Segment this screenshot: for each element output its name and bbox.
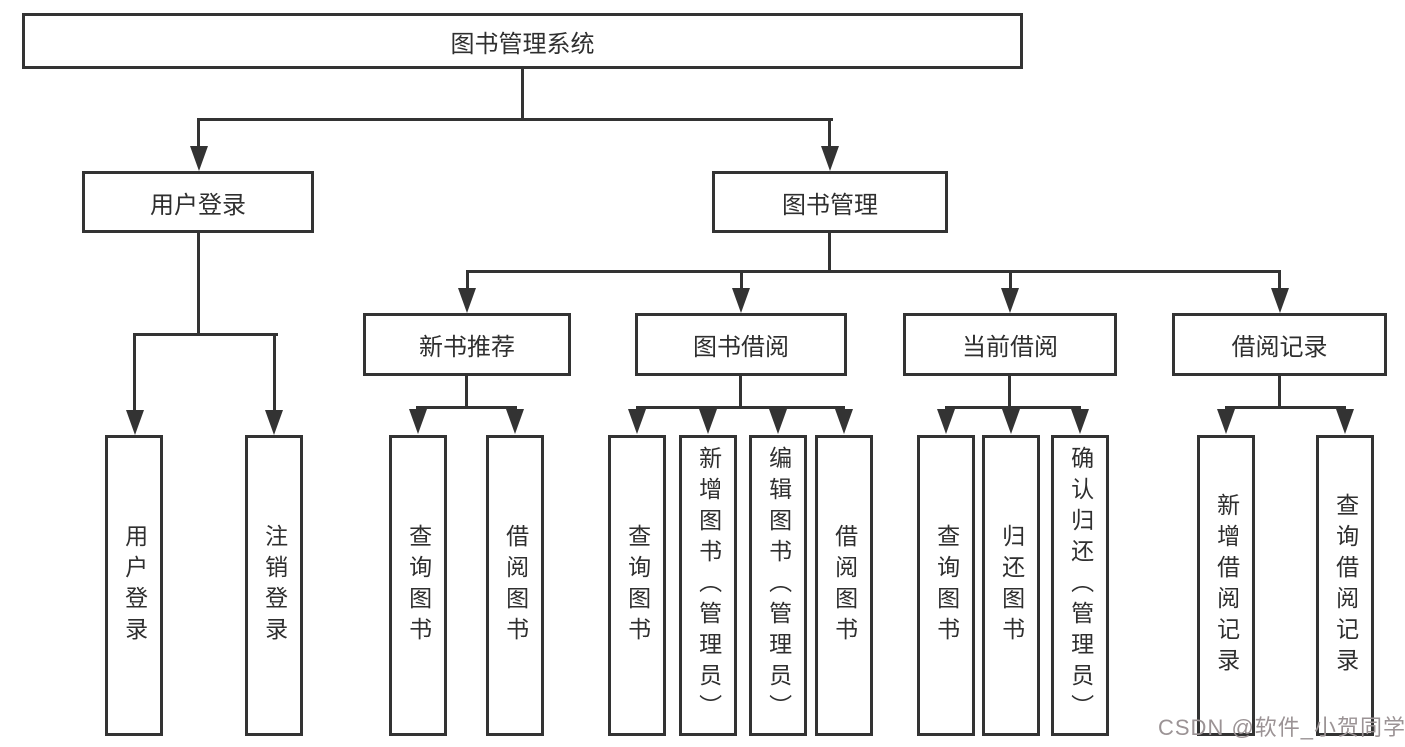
leaf-cb-query-book: 查询图书 (917, 435, 975, 736)
connector-leaf-drop (273, 336, 276, 411)
leaf-bb-borrow-book: 借阅图书 (815, 435, 873, 736)
arrow-down-icon (1002, 409, 1020, 434)
leaf-br-add-record: 新增借阅记录 (1197, 435, 1255, 736)
node-book-borrow: 图书借阅 (635, 313, 847, 376)
arrow-down-icon (1336, 409, 1354, 434)
leaf-label: 编辑图书（管理员） (765, 446, 792, 725)
connector-root-bus (197, 118, 833, 121)
connector-l3-drop (740, 273, 743, 291)
arrow-down-icon (699, 409, 717, 434)
arrow-down-icon (628, 409, 646, 434)
leaf-cb-return-book: 归还图书 (982, 435, 1040, 736)
leaf-bb-query-book: 查询图书 (608, 435, 666, 736)
leaf-label: 查询图书 (624, 523, 651, 648)
node-current-borrow: 当前借阅 (903, 313, 1117, 376)
arrow-down-icon (190, 146, 208, 171)
connector-user-login-stem (197, 233, 200, 336)
leaf-bb-add-book-admin: 新增图书（管理员） (679, 435, 737, 736)
connector-stem (739, 376, 742, 409)
watermark: CSDN @软件_小贺同学 (1158, 715, 1405, 740)
node-new-book-recommend: 新书推荐 (363, 313, 571, 376)
arrow-down-icon (937, 409, 955, 434)
connector-book-mgmt-stem (828, 233, 831, 273)
connector-root-stem (521, 69, 524, 119)
leaf-ns-borrow-book: 借阅图书 (486, 435, 544, 736)
arrow-down-icon (821, 146, 839, 171)
connector-bus (416, 406, 517, 409)
leaf-label: 借阅图书 (831, 523, 858, 648)
node-book-management: 图书管理 (712, 171, 948, 233)
leaf-label: 查询借阅记录 (1332, 492, 1359, 679)
arrow-down-icon (458, 288, 476, 313)
leaf-user-login: 用户登录 (105, 435, 163, 736)
arrow-down-icon (126, 410, 144, 435)
leaf-cb-confirm-return-admin: 确认归还（管理员） (1051, 435, 1109, 736)
arrow-down-icon (1271, 288, 1289, 313)
leaf-ns-query-book: 查询图书 (389, 435, 447, 736)
connector-bus (945, 406, 1081, 409)
leaf-logout: 注销登录 (245, 435, 303, 736)
connector-user-login-drop (197, 118, 200, 148)
connector-l3-drop (1009, 273, 1012, 291)
arrow-down-icon (769, 409, 787, 434)
arrow-down-icon (1217, 409, 1235, 434)
leaf-label: 借阅图书 (502, 523, 529, 648)
leaf-label: 查询图书 (933, 523, 960, 648)
leaf-bb-edit-book-admin: 编辑图书（管理员） (749, 435, 807, 736)
connector-stem (465, 376, 468, 409)
leaf-label: 注销登录 (261, 523, 288, 648)
leaf-label: 查询图书 (405, 523, 432, 648)
arrow-down-icon (835, 409, 853, 434)
node-user-login: 用户登录 (82, 171, 314, 233)
connector-l3-drop (1278, 273, 1281, 291)
node-borrow-record: 借阅记录 (1172, 313, 1387, 376)
arrow-down-icon (506, 409, 524, 434)
node-library-management-system: 图书管理系统 (22, 13, 1023, 69)
arrow-down-icon (732, 288, 750, 313)
connector-leaf-drop (133, 336, 136, 411)
leaf-label: 新增借阅记录 (1213, 492, 1240, 679)
arrow-down-icon (1001, 288, 1019, 313)
connector-bus (636, 406, 845, 409)
leaf-label: 归还图书 (998, 523, 1025, 648)
connector-user-login-bus (133, 333, 278, 336)
connector-stem (1278, 376, 1281, 409)
leaf-label: 新增图书（管理员） (695, 446, 722, 725)
connector-book-mgmt-bus (466, 270, 1281, 273)
arrow-down-icon (1071, 409, 1089, 434)
leaf-label: 用户登录 (121, 523, 148, 648)
connector-l3-drop (466, 273, 469, 291)
leaf-label: 确认归还（管理员） (1067, 446, 1094, 725)
connector-stem (1008, 376, 1011, 409)
connector-bus (1225, 406, 1346, 409)
leaf-br-query-record: 查询借阅记录 (1316, 435, 1374, 736)
arrow-down-icon (409, 409, 427, 434)
connector-book-mgmt-drop (828, 118, 831, 148)
arrow-down-icon (265, 410, 283, 435)
